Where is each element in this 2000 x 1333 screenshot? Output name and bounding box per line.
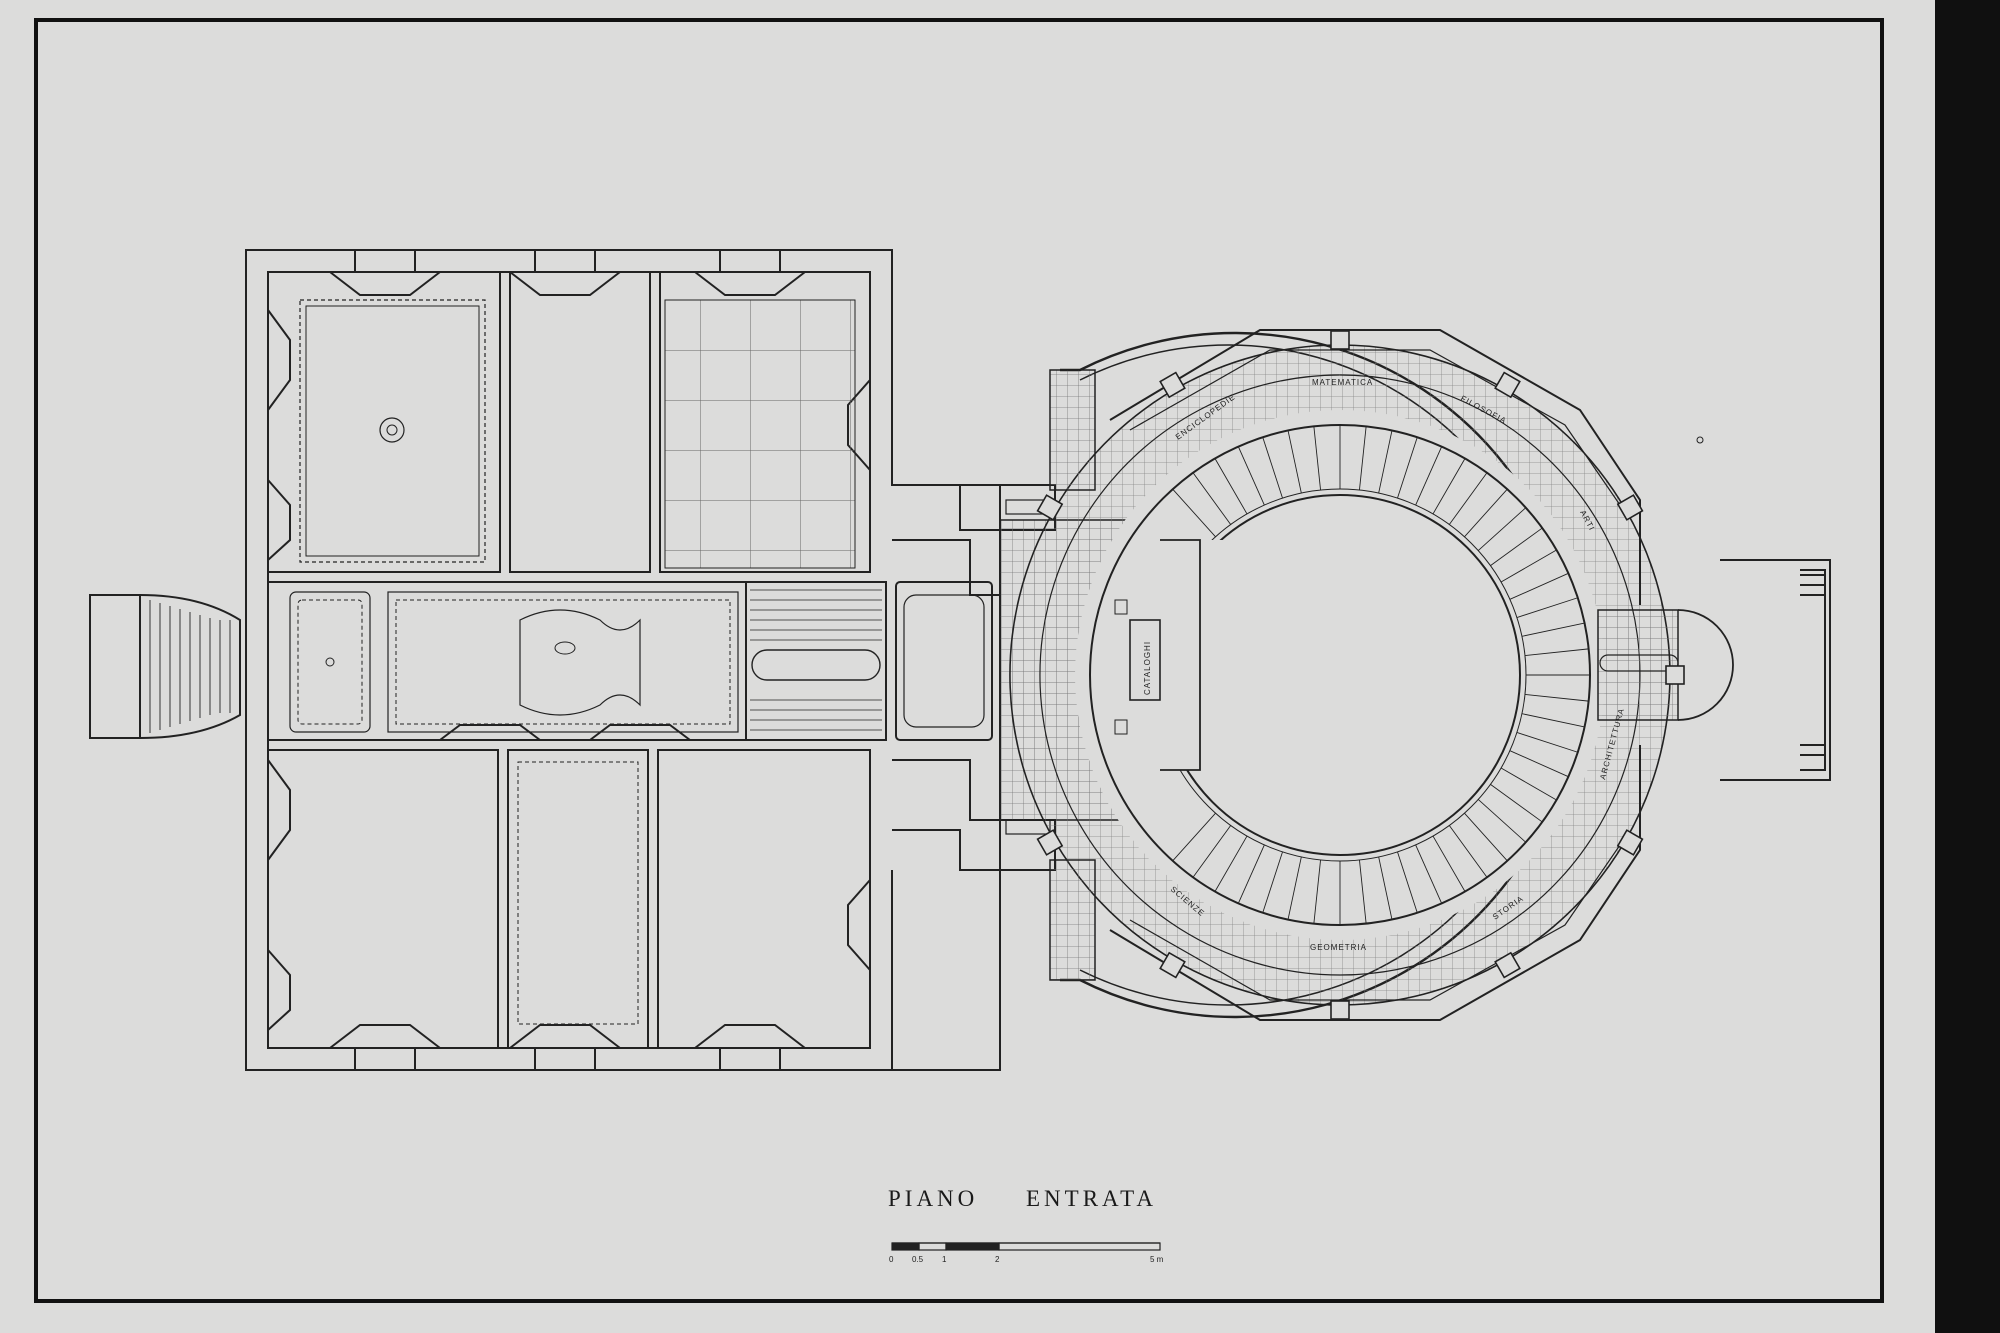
label-geometria: GEOMETRIA bbox=[1310, 943, 1367, 952]
buttress bbox=[1159, 371, 1186, 399]
background-edge bbox=[1935, 0, 2000, 1333]
stack-divider bbox=[1172, 488, 1216, 538]
buttress bbox=[1494, 371, 1521, 399]
stack-divider bbox=[1287, 856, 1302, 920]
buttress bbox=[1665, 665, 1685, 685]
label-matematica: MATEMATICA bbox=[1312, 378, 1373, 387]
scale-tick-2: 2 bbox=[995, 1255, 1000, 1264]
stack-divider bbox=[1378, 430, 1393, 494]
stack-divider bbox=[1397, 437, 1418, 499]
stack-divider bbox=[1516, 597, 1578, 618]
stack-divider bbox=[1358, 859, 1367, 924]
stack-divider bbox=[1524, 648, 1589, 657]
stack-divider bbox=[1415, 446, 1443, 506]
scale-bar-labels: 0 0.5 1 2 5 m bbox=[889, 1255, 1164, 1264]
floor-plan: MATEMATICA ENCICLOPEDIE FILOSOFIA ARTI A… bbox=[89, 249, 1831, 1264]
stack-divider bbox=[1477, 799, 1527, 843]
stack-divider bbox=[1464, 812, 1508, 862]
stack-divider bbox=[1477, 507, 1527, 551]
stack-divider bbox=[1509, 572, 1569, 600]
stack-divider bbox=[1464, 488, 1508, 538]
stack-divider bbox=[1516, 732, 1578, 753]
buttress bbox=[1616, 494, 1644, 521]
buttress bbox=[1616, 829, 1644, 856]
stack-divider bbox=[1237, 844, 1265, 904]
stack-divider bbox=[1521, 622, 1585, 637]
scale-tick-0-5: 0.5 bbox=[912, 1255, 924, 1264]
stack-divider bbox=[1378, 856, 1393, 920]
stack-divider bbox=[1313, 426, 1322, 491]
main-building bbox=[245, 249, 1001, 1071]
stack-divider bbox=[1432, 458, 1466, 515]
entrance-stair bbox=[89, 594, 241, 739]
stack-divider bbox=[1500, 767, 1557, 801]
buttress bbox=[1036, 494, 1064, 521]
stack-divider bbox=[1448, 825, 1488, 878]
stack-divider bbox=[1397, 851, 1418, 913]
stack-divider bbox=[1262, 437, 1283, 499]
drawing-border bbox=[34, 18, 1884, 1303]
stack-divider bbox=[1287, 430, 1302, 494]
title-word-piano: PIANO bbox=[888, 1186, 979, 1211]
stack-divider bbox=[1358, 426, 1367, 491]
stack-divider bbox=[1509, 750, 1569, 778]
stack-divider bbox=[1237, 446, 1265, 506]
buttress bbox=[1330, 330, 1350, 350]
stack-divider bbox=[1490, 783, 1543, 823]
stack-divider bbox=[1448, 472, 1488, 525]
label-cataloghi: CATALOGHI bbox=[1143, 641, 1152, 695]
stack-divider bbox=[1192, 472, 1232, 525]
stack-divider bbox=[1172, 812, 1216, 862]
stack-divider bbox=[1415, 844, 1443, 904]
stack-divider bbox=[1192, 825, 1232, 878]
stack-divider bbox=[1432, 835, 1466, 892]
stack-divider bbox=[1500, 549, 1557, 583]
drawing-title: PIANO ENTRATA bbox=[0, 1186, 1935, 1220]
buttress bbox=[1330, 1000, 1350, 1020]
buttress bbox=[1159, 951, 1186, 979]
scale-tick-5: 5 m bbox=[1150, 1255, 1164, 1264]
buttress bbox=[1494, 951, 1521, 979]
scale-bar bbox=[891, 1242, 1161, 1251]
title-word-entrata: ENTRATA bbox=[1026, 1186, 1157, 1211]
scale-tick-1: 1 bbox=[942, 1255, 947, 1264]
stack-divider bbox=[1214, 835, 1248, 892]
stack-divider bbox=[1214, 458, 1248, 515]
stack-divider bbox=[1262, 851, 1283, 913]
stack-divider bbox=[1524, 693, 1589, 702]
scale-tick-0: 0 bbox=[889, 1255, 894, 1264]
stack-divider bbox=[1521, 713, 1585, 728]
stack-divider bbox=[1313, 859, 1322, 924]
rotunda-library bbox=[1009, 329, 1831, 1021]
buttress bbox=[1036, 829, 1064, 856]
stack-divider bbox=[1490, 527, 1543, 567]
